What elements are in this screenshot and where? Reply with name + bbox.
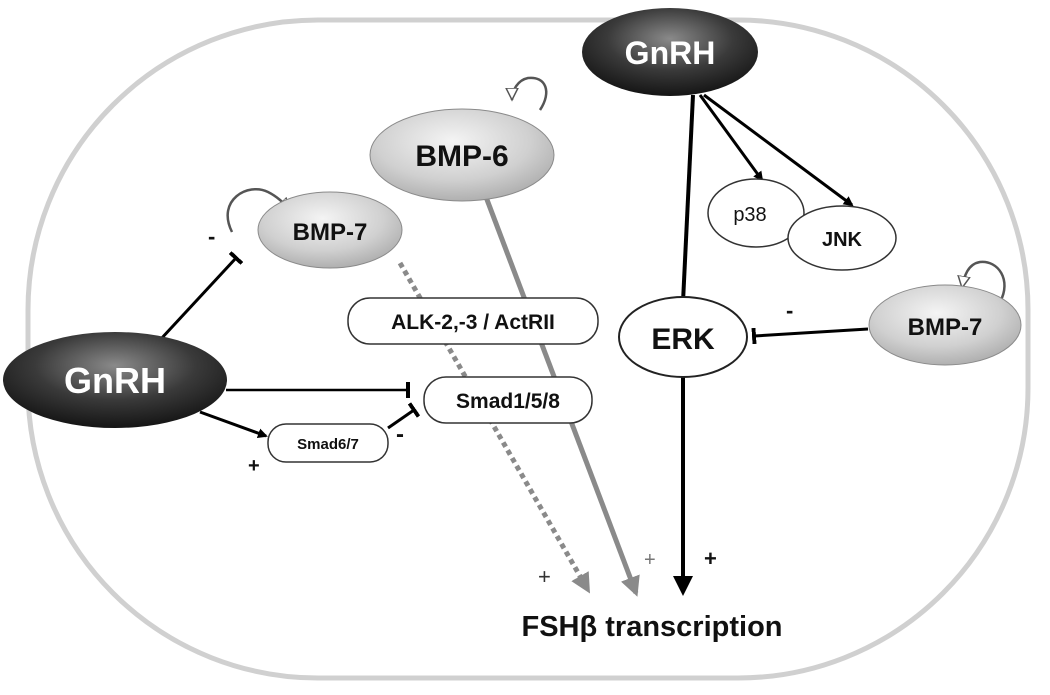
autocrine-loop-bmp7-right	[962, 260, 1006, 303]
edge-gnrh-bmp7-left	[158, 251, 244, 342]
cell-outline	[25, 17, 1031, 681]
node-gnrh-top	[582, 8, 758, 96]
sign-bmp7-fsh: +	[538, 564, 551, 589]
node-bmp6	[369, 108, 555, 202]
edge-gnrh-smad67	[199, 410, 268, 438]
node-bmp7-right	[868, 284, 1022, 366]
label-bmp7-right: BMP-7	[908, 314, 983, 341]
label-smad67: Smad6/7	[297, 436, 359, 453]
node-smad67	[267, 423, 389, 463]
node-smad158	[423, 376, 593, 424]
edge-gnrh-jnk	[703, 93, 854, 207]
autocrine-loop-bmp6	[512, 76, 548, 111]
edge-gnrh-p38	[698, 94, 764, 182]
edge-bmp7-right-erk	[751, 327, 869, 345]
sign-bmp7-left-inhibit: -	[208, 224, 215, 249]
label-fsh-transcription: FSHβ transcription	[522, 611, 783, 643]
label-erk: ERK	[651, 323, 715, 356]
sign-bmp7-right-inhibit: -	[786, 298, 793, 323]
edge-gnrh-erk	[681, 94, 695, 303]
label-smad158: Smad1/5/8	[456, 390, 560, 413]
sign-smad67-inhibit: -	[396, 421, 404, 448]
node-gnrh-left	[3, 332, 227, 428]
label-p38: p38	[733, 204, 766, 226]
node-jnk	[787, 205, 897, 271]
sign-erk-fsh: +	[704, 546, 717, 571]
sign-bmp6-fsh: +	[644, 549, 656, 571]
label-jnk: JNK	[822, 229, 863, 251]
label-bmp6: BMP-6	[415, 140, 508, 173]
node-p38	[707, 178, 805, 248]
edge-smad67-smad158	[387, 402, 421, 430]
label-gnrh-left: GnRH	[64, 360, 166, 401]
node-alk-receptor	[347, 297, 599, 345]
sign-gnrh-smad67-activate: +	[248, 455, 260, 477]
node-bmp7-left	[257, 191, 403, 269]
label-alk-receptor: ALK-2,-3 / ActRII	[391, 311, 555, 334]
label-gnrh-top: GnRH	[625, 35, 716, 71]
node-erk	[618, 296, 748, 378]
label-bmp7-left: BMP-7	[293, 219, 368, 246]
